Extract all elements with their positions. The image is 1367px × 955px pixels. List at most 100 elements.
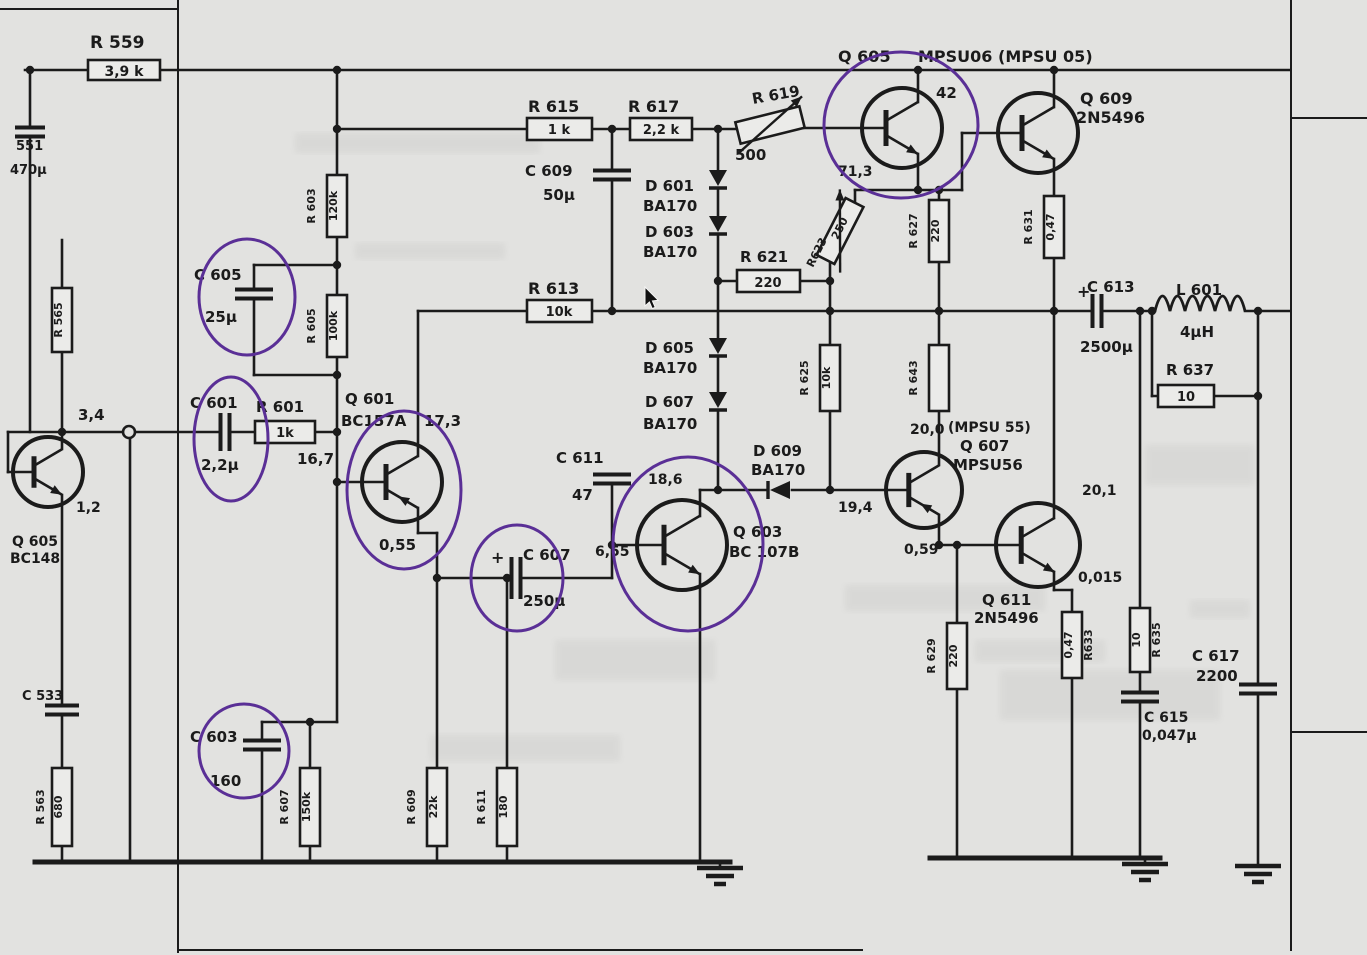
annotation-q603 xyxy=(611,455,765,633)
junction-dot xyxy=(305,717,315,727)
value-r613: 10k xyxy=(546,305,573,320)
scan-bleed-smudge xyxy=(1000,670,1220,720)
label-q609: Q 609 xyxy=(1080,89,1133,108)
value-c617: 2200 xyxy=(1196,667,1238,685)
value-r603: 120k xyxy=(327,190,340,221)
label-c603: C 603 xyxy=(190,728,238,746)
junction-dot xyxy=(332,65,342,75)
value-r611: 180 xyxy=(497,795,510,818)
label-c533: C 533 xyxy=(22,689,63,704)
value-l601: 4µH xyxy=(1180,323,1214,341)
volt-q601-2: 16,7 xyxy=(297,450,334,468)
type-q607: MPSU56 xyxy=(953,456,1023,474)
emitter-arrow xyxy=(398,496,411,506)
resistor-R637 xyxy=(1156,383,1216,409)
label-q601: Q 601 xyxy=(345,390,394,408)
resistor-R563 xyxy=(50,766,74,848)
junction-dot xyxy=(913,65,923,75)
resistor-R635 xyxy=(1128,606,1152,674)
label-q611: Q 611 xyxy=(982,591,1031,609)
label-q605-driver: Q 605 xyxy=(838,47,891,66)
junction-dot xyxy=(332,477,342,487)
label-r611: R 611 xyxy=(475,789,488,824)
value-r621: 220 xyxy=(754,276,781,291)
wiper-arrow xyxy=(790,96,803,108)
capacitor-C609 xyxy=(593,168,631,182)
junction-dot xyxy=(332,370,342,380)
label-r615: R 615 xyxy=(528,97,579,116)
transistor-Q605-input xyxy=(11,435,85,509)
volt-q601-1: 17,3 xyxy=(424,412,461,430)
volt-q603-2: 18,6 xyxy=(648,472,683,488)
value-r559: 3,9 k xyxy=(105,64,145,80)
junction-dot xyxy=(332,260,342,270)
annotation-q601 xyxy=(345,409,463,571)
label-d609: D 609 xyxy=(753,442,802,460)
transistor-Q605-driver xyxy=(860,86,944,170)
capacitor-C607 xyxy=(509,557,523,599)
label-r629: R 629 xyxy=(925,638,938,673)
type-d603: BA170 xyxy=(643,243,697,261)
capacitor-C603 xyxy=(243,738,281,752)
emitter-arrow xyxy=(906,144,918,154)
value-r627: 220 xyxy=(929,219,942,242)
label-d605: D 605 xyxy=(645,339,694,357)
label-r613: R 613 xyxy=(528,279,579,298)
wiper-arrow xyxy=(835,189,845,201)
label-r605: R 605 xyxy=(305,308,318,343)
type-q611: 2N5496 xyxy=(974,609,1039,627)
junction-dot xyxy=(825,306,835,316)
label-l601: L 601 xyxy=(1176,281,1222,299)
label-r635: R 635 xyxy=(1150,622,1163,657)
capacitor-C615 xyxy=(1121,690,1159,704)
type-q603: BC 107B xyxy=(729,543,799,561)
mouse-cursor xyxy=(644,285,660,310)
scan-bleed-smudge xyxy=(295,133,540,153)
value-c609: 50µ xyxy=(543,186,575,204)
resistor-R643 xyxy=(927,343,951,413)
junction-dot xyxy=(607,124,617,134)
input-connector xyxy=(121,424,137,440)
label-r563: R 563 xyxy=(34,789,47,824)
label-r637: R 637 xyxy=(1166,361,1214,379)
capacitor-C531 xyxy=(15,125,45,139)
capacitor-C533 xyxy=(45,703,79,717)
junction-dot xyxy=(713,276,723,286)
label-r601: R 601 xyxy=(256,398,304,416)
resistor-R631 xyxy=(1042,194,1066,260)
scan-bleed-smudge xyxy=(1190,600,1250,618)
value-c611: 47 xyxy=(572,486,593,504)
capacitor-C617 xyxy=(1239,682,1277,696)
resistor-R565 xyxy=(50,286,74,354)
value-r633: 0,47 xyxy=(1062,631,1075,658)
alt-q607: (MPSU 55) xyxy=(948,420,1031,436)
type-d605: BA170 xyxy=(643,359,697,377)
label-r609: R 609 xyxy=(405,789,418,824)
resistor-R601 xyxy=(253,419,317,445)
label-d601: D 601 xyxy=(645,177,694,195)
scan-bleed-smudge xyxy=(1145,445,1255,485)
value-r563: 680 xyxy=(52,795,65,818)
label-r631: R 631 xyxy=(1022,209,1035,244)
volt-q611-1: 20,1 xyxy=(1082,483,1117,499)
diode-D601 xyxy=(709,170,727,190)
label-d603: D 603 xyxy=(645,223,694,241)
value-r629: 220 xyxy=(947,644,960,667)
value-c615: 0,047µ xyxy=(1142,728,1197,744)
plus-c613: + xyxy=(1077,282,1090,301)
potentiometer-R619 xyxy=(733,95,807,155)
resistor-R609 xyxy=(425,766,449,848)
capacitor-C611 xyxy=(593,472,631,486)
type-d601: BA170 xyxy=(643,197,697,215)
diode-D607 xyxy=(709,392,727,412)
junction-dot xyxy=(713,485,723,495)
label-r621: R 621 xyxy=(740,248,788,266)
label-r603: R 603 xyxy=(305,188,318,223)
label-q603: Q 603 xyxy=(733,523,782,541)
value-c531: 470µ xyxy=(10,163,47,178)
value-r617: 2,2 k xyxy=(643,123,680,138)
junction-dot xyxy=(934,540,944,550)
volt-q607-2: 20,0 xyxy=(910,422,945,438)
junction-dot xyxy=(332,427,342,437)
